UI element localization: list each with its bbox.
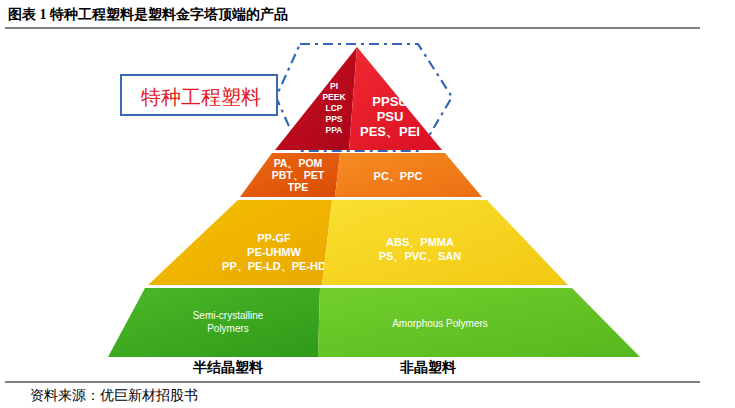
pyramid-face: Semi-crystalline Polymers <box>108 288 320 357</box>
axis-label: 非晶塑料 <box>400 359 456 377</box>
face-fill <box>318 288 640 357</box>
source-caption: 资料来源：优巨新材招股书 <box>30 387 198 405</box>
pyramid-face: PP-GF PE-UHMW PP、PE-LD、PE-HD <box>148 200 332 285</box>
face-shape <box>148 200 332 285</box>
callout-box: 特种工程塑料 <box>120 74 278 116</box>
face-fill <box>322 200 568 285</box>
polymer-names: ABS、PMMA PS、PVC、SAN <box>330 235 510 263</box>
callout-text: 特种工程塑料 <box>141 85 261 109</box>
pyramid-face: Amorphous Polymers <box>318 288 640 357</box>
pyramid-face: ABS、PMMA PS、PVC、SAN <box>322 200 568 285</box>
face-fill <box>148 200 332 285</box>
polymer-names: PC、PPC <box>374 170 423 183</box>
axis-label: 半结晶塑料 <box>193 359 263 377</box>
polymer-names: PPSU PSU PES、PEI <box>300 94 480 139</box>
title-rule <box>5 28 700 29</box>
figure-title: 图表 1 特种工程塑料是塑料金字塔顶端的产品 <box>8 6 288 24</box>
caption-rule <box>5 382 700 383</box>
polymer-names: Semi-crystalline Polymers <box>138 309 318 335</box>
pyramid-face: PA、POM PBT、PET TPE <box>240 153 340 197</box>
face-fill <box>335 153 482 197</box>
face-shape <box>108 288 320 357</box>
pyramid-face: PPSU PSU PES、PEI <box>349 47 442 150</box>
pyramid-face: PC、PPC <box>335 153 482 197</box>
polymer-names: Amorphous Polymers <box>392 317 488 330</box>
pyramid-face: PI PEEK LCP PPS PPA <box>275 47 357 150</box>
face-fill <box>108 288 320 357</box>
